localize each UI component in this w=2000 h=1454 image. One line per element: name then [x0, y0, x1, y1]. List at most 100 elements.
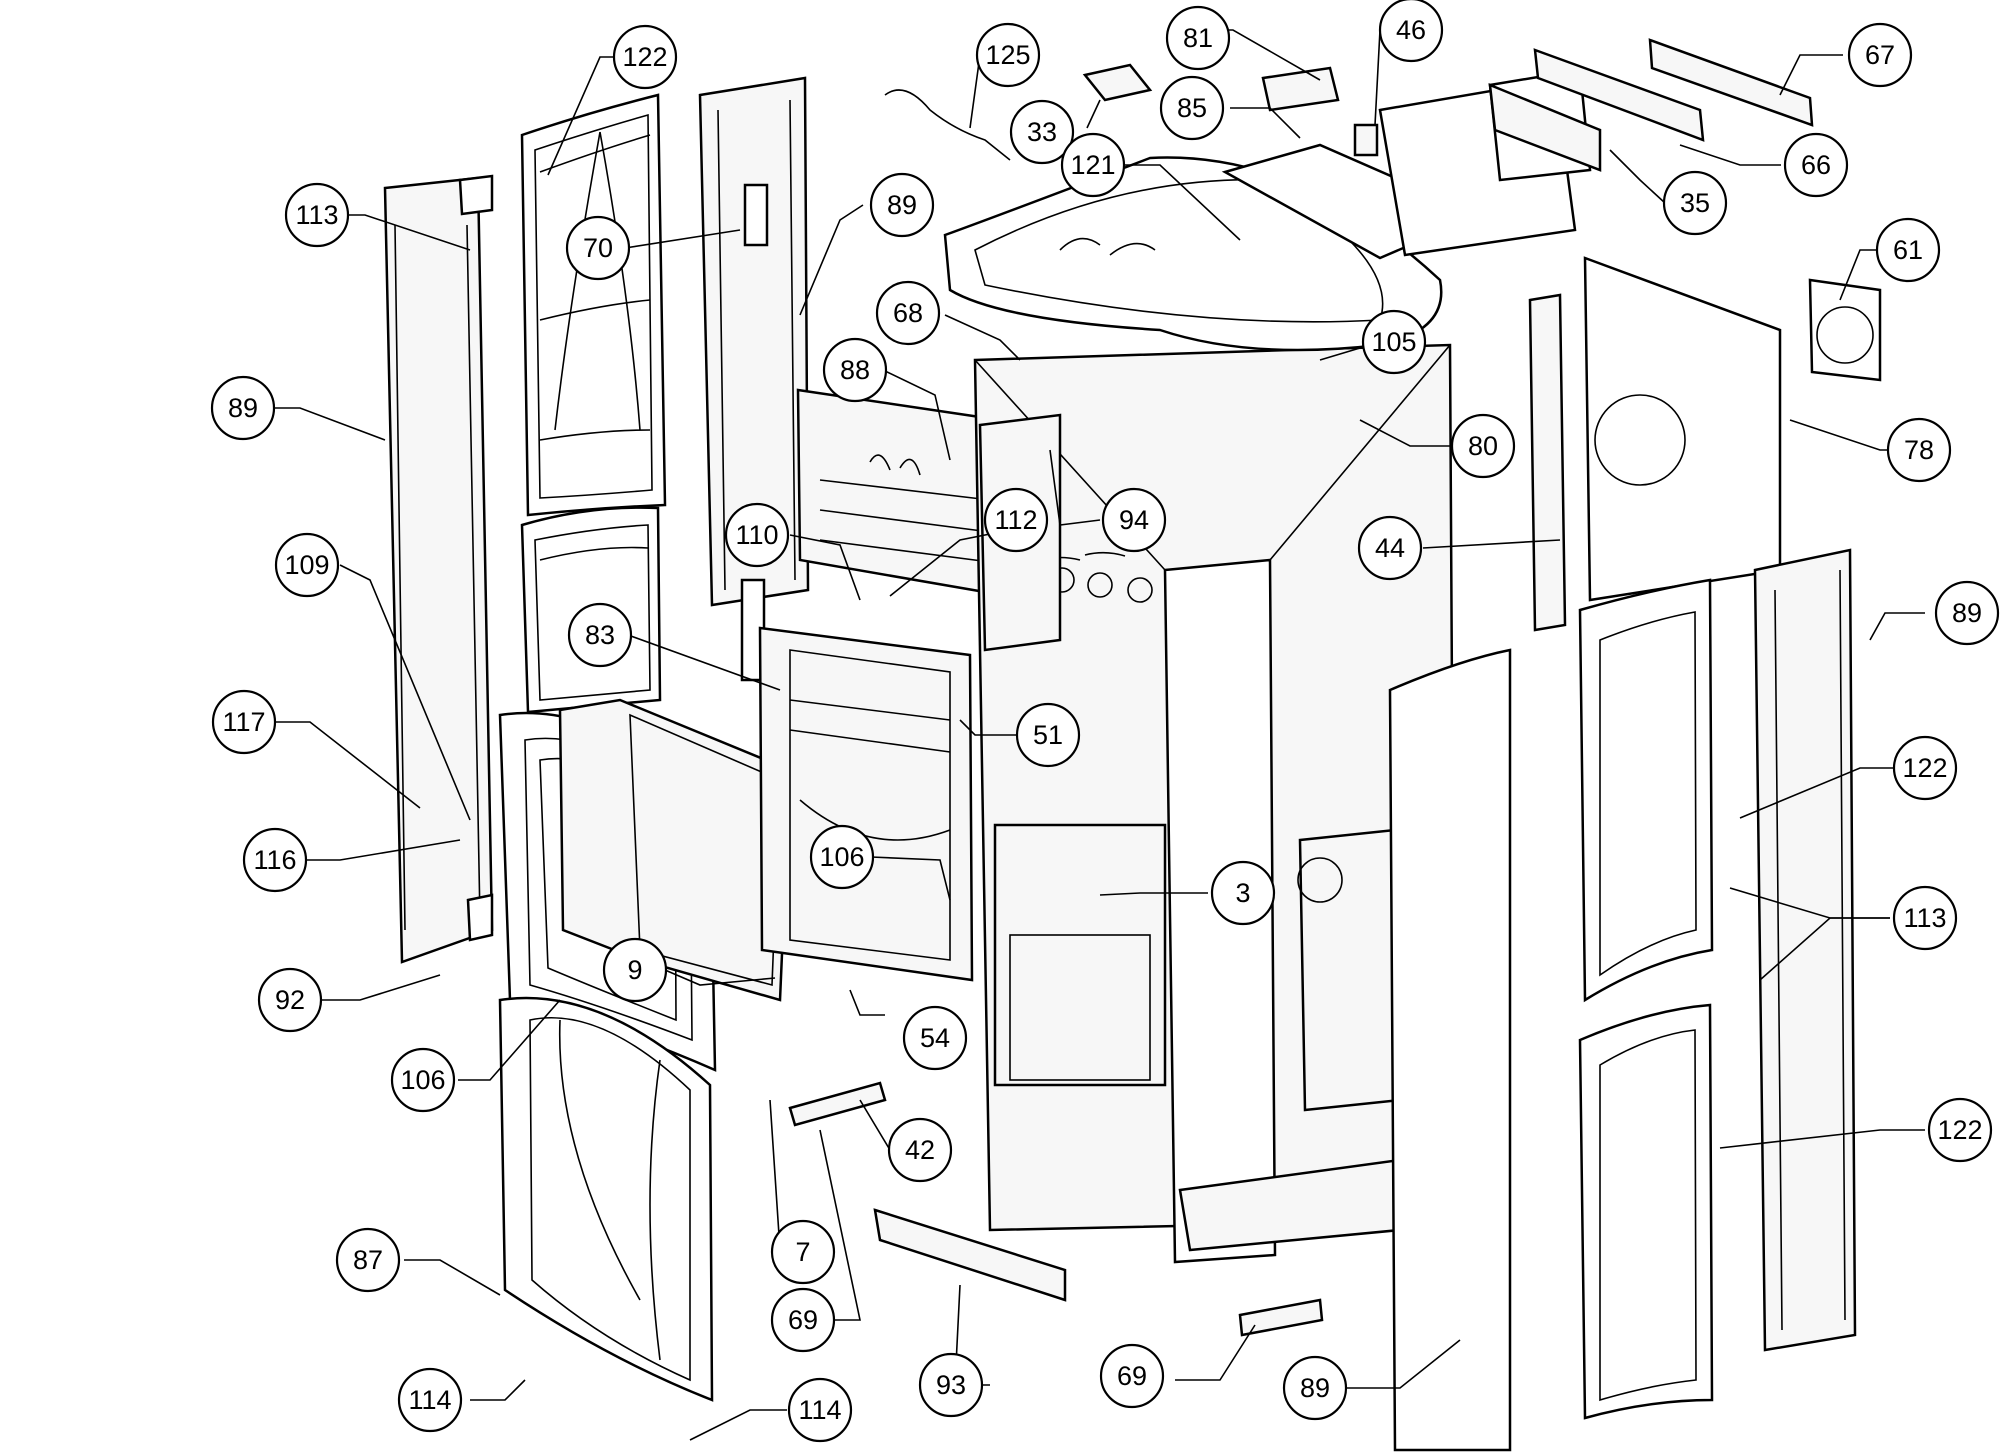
callout-bubble-78: 78 [1886, 417, 1952, 483]
callout-bubble-46: 46 [1378, 0, 1444, 63]
right-front-frame-part [1388, 648, 1512, 1452]
callout-label: 69 [1117, 1361, 1147, 1391]
callout-bubble-51: 51 [1015, 702, 1081, 768]
callout-label: 3 [1235, 878, 1250, 908]
callout-bubble-112: 112 [983, 487, 1049, 553]
callout-bubble-81: 81 [1165, 5, 1231, 71]
callout-label: 35 [1680, 188, 1710, 218]
callout-bubble-88: 88 [822, 337, 888, 403]
callout-bubble-61: 61 [1875, 217, 1941, 283]
callout-label: 7 [795, 1237, 810, 1267]
callout-bubble-121: 121 [1060, 132, 1126, 198]
callout-label: 106 [819, 842, 864, 872]
right-rear-panel-part [1583, 256, 1882, 602]
callout-label: 69 [788, 1305, 818, 1335]
callout-label: 61 [1893, 235, 1923, 265]
callout-bubble-80: 80 [1450, 413, 1516, 479]
callout-bubble-69: 69 [1099, 1343, 1165, 1409]
callout-bubble-113: 113 [1892, 885, 1958, 951]
callout-bubble-85: 85 [1159, 75, 1225, 141]
fire-chamber-door-part [758, 626, 974, 982]
callout-label: 89 [228, 393, 258, 423]
callout-bubble-89: 89 [210, 375, 276, 441]
callout-bubble-44: 44 [1357, 515, 1423, 581]
right-frame-strip-part [1528, 293, 1567, 632]
callout-label: 109 [284, 550, 329, 580]
callout-label: 92 [275, 985, 305, 1015]
callout-bubble-35: 35 [1662, 170, 1728, 236]
callout-bubble-83: 83 [567, 602, 633, 668]
callout-label: 122 [1937, 1115, 1982, 1145]
callout-label: 80 [1468, 431, 1498, 461]
callout-bubble-114: 114 [787, 1377, 853, 1443]
callout-label: 94 [1119, 505, 1149, 535]
callout-bubble-106: 106 [809, 824, 875, 890]
right-decor-panels-part [1578, 578, 1714, 1420]
callout-label: 68 [893, 298, 923, 328]
callout-label: 33 [1027, 117, 1057, 147]
callout-label: 89 [1300, 1373, 1330, 1403]
callout-bubble-89: 89 [1282, 1355, 1348, 1421]
callout-group: 122 125 81 46 67 33 85 121 66 35 113 70 … [210, 0, 2000, 1443]
callout-bubble-122: 122 [1927, 1097, 1993, 1163]
center-left-frame-part [698, 76, 810, 682]
callout-label: 51 [1033, 720, 1063, 750]
callout-bubble-109: 109 [274, 532, 340, 598]
callout-label: 66 [1801, 150, 1831, 180]
front-lower-panel-part [498, 996, 714, 1402]
stove-parts-artwork [383, 38, 1882, 1452]
callout-label: 9 [627, 955, 642, 985]
door-glass-part [558, 698, 792, 1002]
callout-label: 114 [798, 1395, 841, 1425]
callout-bubble-42: 42 [887, 1117, 953, 1183]
callout-bubble-114: 114 [397, 1367, 463, 1433]
callout-label: 85 [1177, 93, 1207, 123]
callout-label: 42 [905, 1135, 935, 1165]
callout-bubble-89: 89 [1934, 580, 2000, 646]
callout-label: 78 [1904, 435, 1934, 465]
left-side-frame-part [383, 174, 494, 964]
callout-bubble-9: 9 [602, 937, 668, 1003]
callout-label: 106 [400, 1065, 445, 1095]
callout-label: 116 [253, 845, 296, 875]
callout-bubble-68: 68 [875, 280, 941, 346]
callout-label: 89 [1952, 598, 1982, 628]
callout-bubble-93: 93 [918, 1352, 984, 1418]
callout-bubble-122: 122 [1892, 735, 1958, 801]
callout-label: 122 [622, 42, 667, 72]
callout-bubble-69: 69 [770, 1287, 836, 1353]
callout-label: 83 [585, 620, 615, 650]
callout-label: 93 [936, 1370, 966, 1400]
callout-label: 70 [583, 233, 613, 263]
callout-bubble-92: 92 [257, 967, 323, 1033]
callout-bubble-7: 7 [770, 1219, 836, 1285]
callout-bubble-94: 94 [1101, 487, 1167, 553]
callout-label: 117 [222, 707, 265, 737]
callout-bubble-113: 113 [284, 182, 350, 248]
callout-bubble-3: 3 [1210, 860, 1276, 926]
callout-label: 105 [1371, 327, 1416, 357]
callout-bubble-117: 117 [211, 689, 277, 755]
callout-label: 46 [1396, 15, 1426, 45]
top-brackets-part [1488, 38, 1814, 172]
callout-label: 89 [887, 190, 917, 220]
callout-label: 112 [994, 505, 1037, 535]
callout-bubble-116: 116 [242, 827, 308, 893]
left-decor-panel-part [520, 93, 667, 517]
heat-exchanger-part [796, 388, 1004, 597]
callout-label: 114 [408, 1385, 451, 1415]
callout-bubble-54: 54 [902, 1005, 968, 1071]
callout-bubble-89: 89 [869, 172, 935, 238]
callout-bubble-67: 67 [1847, 22, 1913, 88]
callout-label: 54 [920, 1023, 950, 1053]
bottom-brackets-part [788, 1081, 1324, 1337]
callout-label: 87 [353, 1245, 383, 1275]
callout-bubble-70: 70 [565, 215, 631, 281]
callout-label: 81 [1183, 23, 1213, 53]
callout-bubble-87: 87 [335, 1227, 401, 1293]
callout-bubble-105: 105 [1361, 309, 1427, 375]
callout-bubble-106: 106 [390, 1047, 456, 1113]
callout-bubble-125: 125 [975, 22, 1041, 88]
callout-label: 44 [1375, 533, 1405, 563]
